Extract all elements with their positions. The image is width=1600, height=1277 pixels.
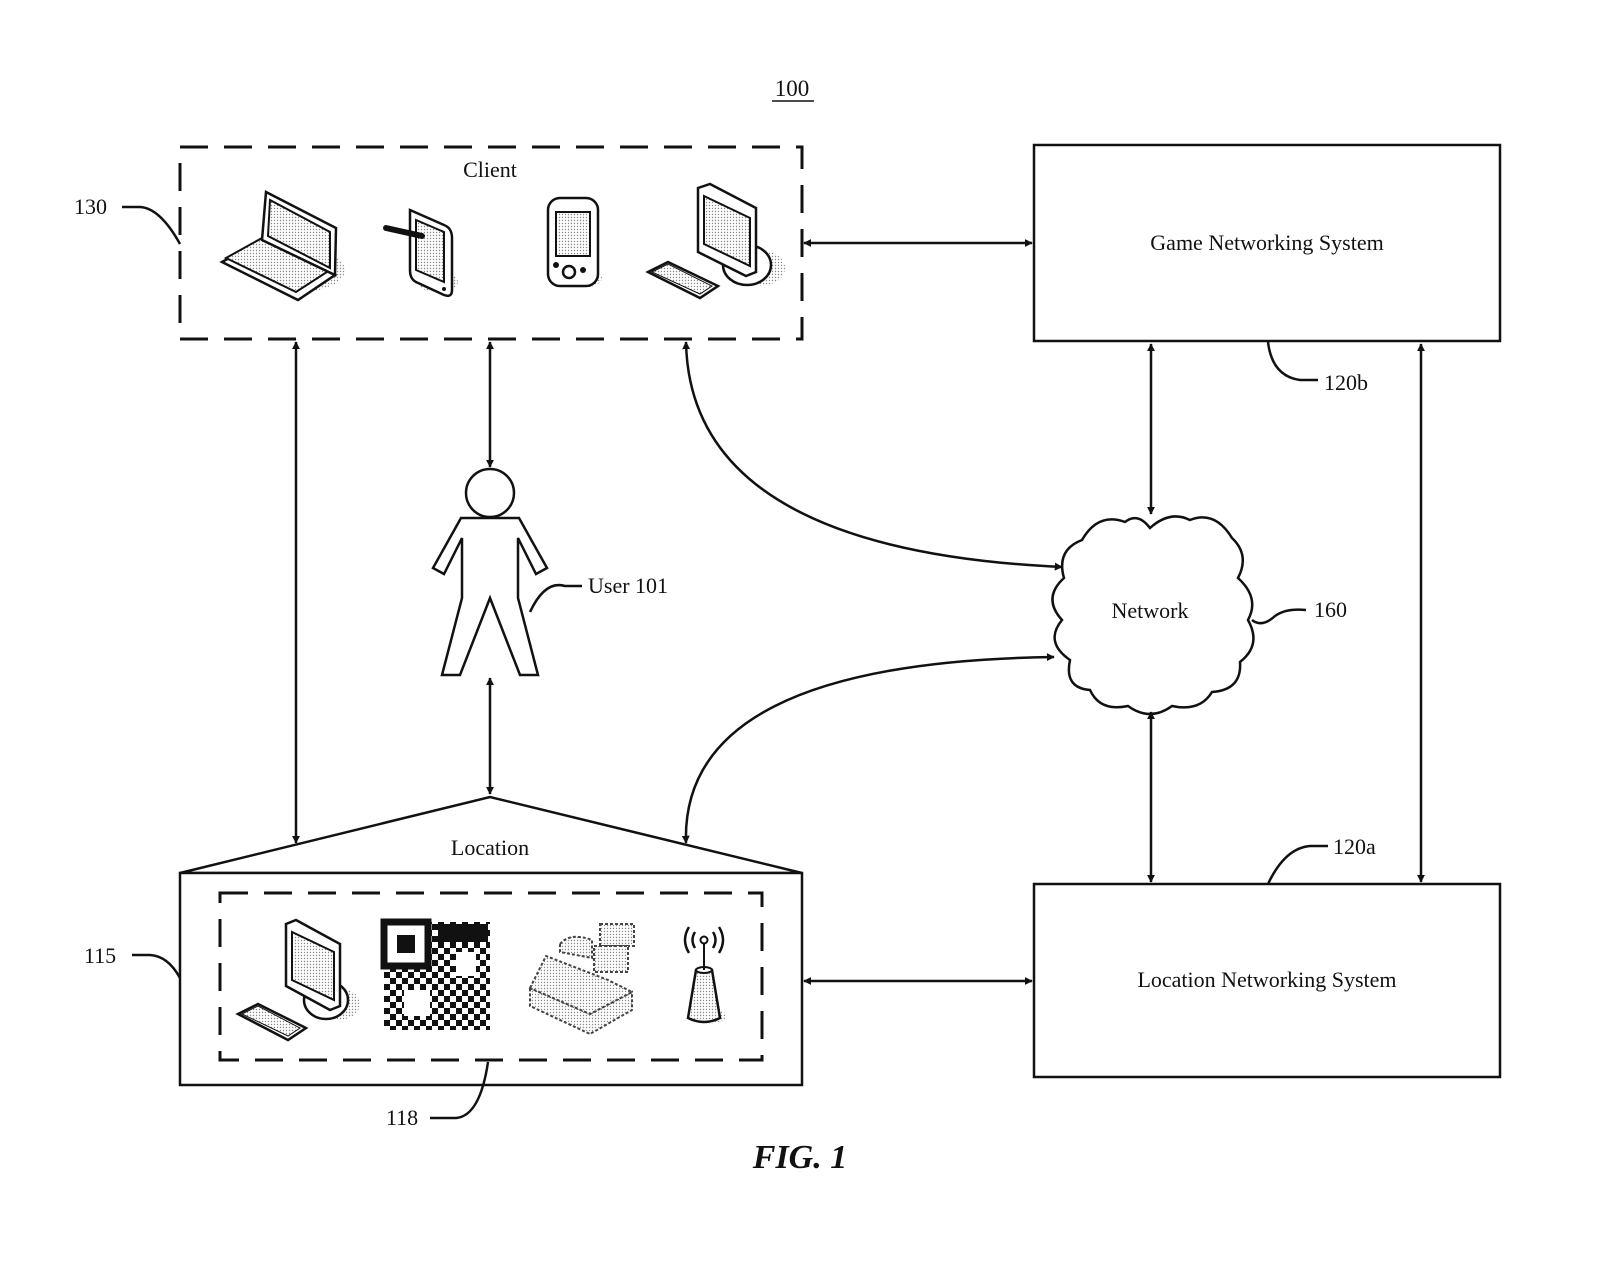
user-label: User 101 bbox=[588, 573, 668, 598]
figure-caption: FIG. 1 bbox=[752, 1139, 847, 1176]
client-group: Client bbox=[178, 145, 804, 341]
tablet-icon bbox=[383, 208, 458, 298]
location-devices-box bbox=[218, 891, 764, 1062]
location-ref-number: 115 bbox=[84, 943, 116, 968]
qr-code-icon bbox=[380, 918, 490, 1030]
location-inner-ref: 118 bbox=[386, 1061, 490, 1130]
location-networking-system-ref: 120a bbox=[1333, 834, 1376, 859]
location-group: Location bbox=[178, 795, 804, 1087]
game-networking-system-ref: 120b bbox=[1324, 370, 1368, 395]
connections bbox=[292, 239, 1425, 985]
client-box bbox=[178, 145, 804, 341]
user-head bbox=[464, 467, 516, 519]
location-title: Location bbox=[451, 835, 529, 860]
client-ref-number: 130 bbox=[74, 194, 107, 219]
network-title: Network bbox=[1112, 598, 1189, 623]
location-networking-system-box bbox=[1032, 882, 1502, 1079]
location-ref: 115 bbox=[84, 943, 182, 979]
client-title: Client bbox=[463, 157, 517, 182]
user-body bbox=[431, 516, 549, 677]
wireless-access-point-icon bbox=[683, 926, 726, 1024]
location-networking-system: Location Networking System 120a bbox=[1032, 834, 1502, 1079]
arrow-location-network bbox=[681, 653, 1055, 844]
cash-register-icon bbox=[528, 923, 635, 1036]
game-networking-system-title: Game Networking System bbox=[1150, 230, 1383, 255]
game-networking-system-box bbox=[1032, 143, 1502, 343]
location-inner-ref-number: 118 bbox=[386, 1105, 418, 1130]
network-cloud: Network 160 bbox=[1051, 515, 1347, 716]
location-desktop-icon bbox=[235, 918, 360, 1042]
figure-ref-number: 100 bbox=[775, 76, 810, 101]
location-networking-system-title: Location Networking System bbox=[1137, 967, 1396, 992]
laptop-icon bbox=[219, 190, 345, 302]
network-ref: 160 bbox=[1314, 597, 1347, 622]
arrow-client-network bbox=[682, 341, 1063, 571]
figure-ref: 100 bbox=[772, 76, 814, 102]
desktop-icon bbox=[645, 182, 785, 300]
client-ref: 130 bbox=[74, 194, 182, 245]
game-networking-system: Game Networking System 120b bbox=[1032, 143, 1502, 395]
user-figure: User 101 bbox=[431, 467, 668, 677]
pda-icon bbox=[546, 196, 602, 288]
